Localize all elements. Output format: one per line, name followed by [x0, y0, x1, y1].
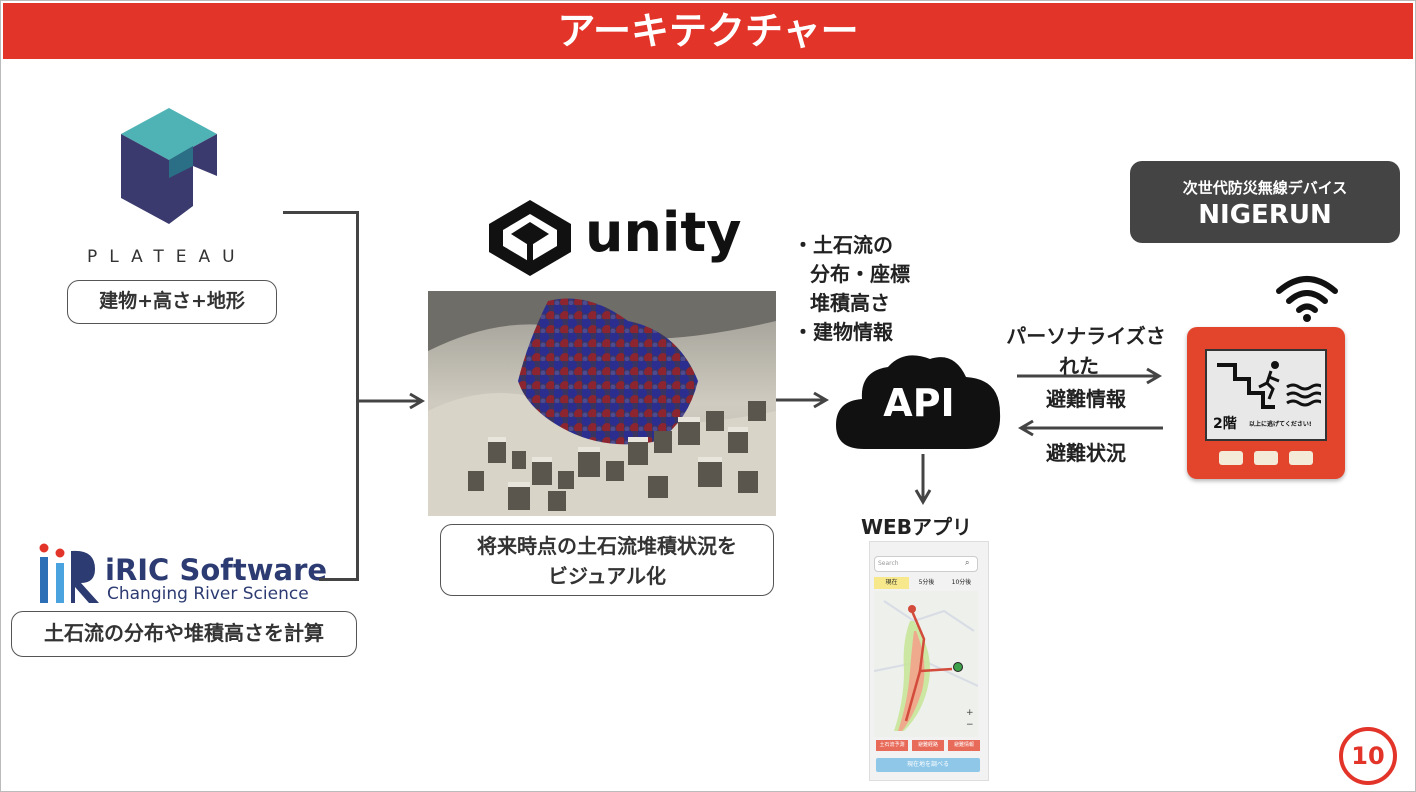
debris-forecast-button[interactable]: 土石流予測 — [876, 740, 908, 751]
device-category: 次世代防災無線デバイス — [1182, 179, 1348, 197]
iric-caption: 土石流の分布や堆積高さを計算 — [11, 611, 357, 657]
arrow-to-api-icon — [776, 391, 829, 409]
svg-text:−: − — [966, 720, 974, 730]
evacuation-route-button[interactable]: 避難経路 — [912, 740, 944, 751]
stairs-escape-icon — [1217, 361, 1321, 409]
iric-logo-text: iRIC Software — [105, 553, 328, 587]
personalized-info-line: れた — [1059, 354, 1099, 378]
evacuation-status-label: 避難状況 — [1046, 441, 1126, 465]
plateau-caption: 建物+高さ+地形 — [67, 280, 277, 324]
personalized-info-line: パーソナライズさ — [1006, 324, 1166, 348]
tab-5min[interactable]: 5分後 — [918, 579, 935, 586]
arrow-to-device-icon — [1017, 367, 1162, 385]
unity-logo-icon — [489, 200, 571, 276]
device-message-text: 以上に逃げてください! — [1249, 421, 1312, 428]
plateau-logo-text: PLATEAU — [87, 247, 247, 267]
plateau-logo-icon — [121, 108, 217, 224]
wifi-icon — [1276, 276, 1338, 322]
search-icon: ⌕ — [965, 558, 970, 567]
tab-10min[interactable]: 10分後 — [951, 579, 972, 586]
unity-caption-line: ビジュアル化 — [548, 564, 666, 588]
debris-flow-render-image — [428, 291, 776, 516]
svg-text:+: + — [966, 708, 974, 718]
unity-caption: 将来時点の土石流堆積状況を ビジュアル化 — [440, 524, 774, 596]
webapp-label: WEBアプリ — [861, 515, 972, 539]
connector-line — [283, 211, 359, 214]
data-list: ・土石流の 分布・座標 堆積高さ ・建物情報 — [793, 231, 910, 347]
connector-line — [356, 211, 359, 581]
device-name-badge: 次世代防災無線デバイス NIGERUN — [1130, 161, 1400, 243]
device-floor-text: 2階 — [1213, 416, 1237, 432]
data-list-item: ・建物情報 — [793, 320, 893, 344]
unity-logo-text: unity — [585, 201, 742, 264]
search-input[interactable]: Search — [874, 556, 978, 572]
locate-me-button[interactable]: 現在地を調べる — [876, 758, 980, 772]
device-screen: 2階 以上に逃げてください! — [1205, 349, 1327, 441]
tab-now[interactable]: 現在 — [874, 577, 909, 589]
data-list-item: 分布・座標 — [810, 262, 910, 286]
connector-line — [319, 578, 359, 581]
device-button-a[interactable] — [1219, 451, 1243, 465]
device-button-c[interactable] — [1289, 451, 1313, 465]
iric-logo-subtitle: Changing River Science — [107, 584, 309, 604]
page-title: アーキテクチャー — [3, 3, 1413, 59]
device-button-b[interactable] — [1254, 451, 1278, 465]
evacuation-info-button[interactable]: 避難情報 — [948, 740, 980, 751]
arrow-to-unity-icon — [358, 392, 425, 410]
unity-caption-line: 将来時点の土石流堆積状況を — [477, 534, 737, 558]
data-list-item: ・土石流の — [793, 233, 893, 257]
api-cloud-icon — [836, 355, 1001, 449]
arrow-to-webapp-icon — [914, 454, 932, 505]
personalized-info-label: パーソナライズさ れた — [991, 321, 1181, 381]
iric-logo-icon — [39, 543, 99, 603]
device-name: NIGERUN — [1198, 200, 1332, 230]
arrow-from-device-icon — [1018, 419, 1163, 437]
evacuation-info-label: 避難情報 — [1046, 387, 1126, 411]
page-number: 10 — [1339, 727, 1397, 785]
data-list-item: 堆積高さ — [810, 291, 890, 315]
api-label: API — [883, 381, 955, 425]
hazard-map[interactable]: + − — [874, 591, 978, 737]
webapp-screenshot: Search ⌕ 現在 5分後 10分後 + − 土石流予測 避難経路 避難情報… — [869, 541, 989, 781]
nigerun-device: 2階 以上に逃げてください! — [1187, 327, 1345, 479]
